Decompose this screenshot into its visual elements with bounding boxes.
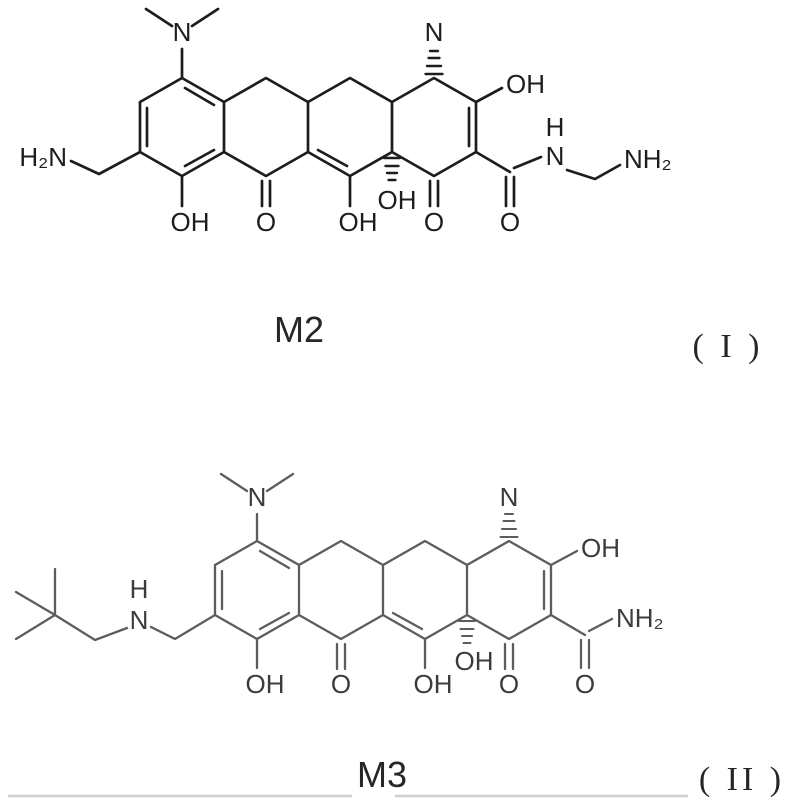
m2-formula-numeral: ( I ) bbox=[693, 328, 764, 365]
m2-substituent-bonds bbox=[69, 7, 622, 208]
m2-bonds bbox=[69, 7, 622, 208]
m3-caption: M3 bbox=[357, 754, 407, 795]
m3-hash-wedge-n4-icon bbox=[499, 512, 519, 539]
m2-double-bond-lines bbox=[145, 86, 516, 208]
m2-n-amide: N bbox=[546, 141, 565, 171]
m3-substituent-bonds bbox=[14, 472, 614, 670]
m2-o-amide: O bbox=[500, 207, 520, 237]
m3-n-amine: N bbox=[130, 605, 149, 635]
m2-o-ketone-11: O bbox=[256, 207, 276, 237]
m2-oh-hydroxy-12a: OH bbox=[378, 185, 417, 215]
m3-o-ketone-1: O bbox=[499, 669, 519, 699]
m2-caption: M2 bbox=[274, 309, 324, 350]
m3-formula-numeral: ( II ) bbox=[699, 761, 785, 798]
m2-h2n-aminomethyl: H₂N bbox=[19, 142, 67, 172]
m3-atom-labels: N N H N OH O OH OH O OH NH₂ O bbox=[130, 482, 664, 699]
molecule-m2: N N H₂N OH O OH OH O OH O N H NH₂ bbox=[19, 7, 672, 237]
m2-atom-labels: N N H₂N OH O OH OH O OH O N H NH₂ bbox=[19, 17, 671, 237]
m2-h-amide: H bbox=[546, 112, 565, 142]
m3-oh-phenol: OH bbox=[246, 669, 285, 699]
m2-n-dimethylamino-left: N bbox=[173, 17, 192, 47]
m3-h-amine: H bbox=[130, 574, 149, 604]
m2-n-dimethylamino-right: N bbox=[425, 17, 444, 47]
m3-bonds bbox=[14, 472, 614, 671]
m2-hash-wedge-n4-icon bbox=[424, 49, 444, 76]
m2-hash-wedge-oh12a-icon bbox=[382, 156, 402, 182]
molecule-m3: N N H N OH O OH OH O OH NH₂ O bbox=[14, 472, 664, 699]
m2-oh-enol-12: OH bbox=[339, 207, 378, 237]
captions: M2 ( I ) M3 ( II ) bbox=[274, 309, 785, 798]
m3-hash-wedge-oh12a-icon bbox=[457, 619, 477, 645]
m2-oh-enol-3: OH bbox=[506, 69, 545, 99]
m2-o-ketone-1: O bbox=[424, 207, 444, 237]
m3-double-bond-lines bbox=[220, 549, 591, 671]
m3-ring-fusion-bonds bbox=[297, 563, 469, 617]
m2-ring-fusion-bonds bbox=[222, 100, 394, 154]
m3-oh-enol-3: OH bbox=[581, 533, 620, 563]
m3-oh-hydroxy-12a: OH bbox=[455, 646, 494, 676]
m3-o-amide: O bbox=[575, 669, 595, 699]
m3-o-ketone-11: O bbox=[331, 669, 351, 699]
m2-oh-phenol: OH bbox=[171, 207, 210, 237]
m3-n-dimethylamino-left: N bbox=[248, 482, 267, 512]
m2-nh2-terminal: NH₂ bbox=[624, 144, 672, 174]
m3-nh2-amide: NH₂ bbox=[616, 603, 664, 633]
m3-oh-enol-12: OH bbox=[414, 669, 453, 699]
m3-n-dimethylamino-right: N bbox=[500, 482, 519, 512]
